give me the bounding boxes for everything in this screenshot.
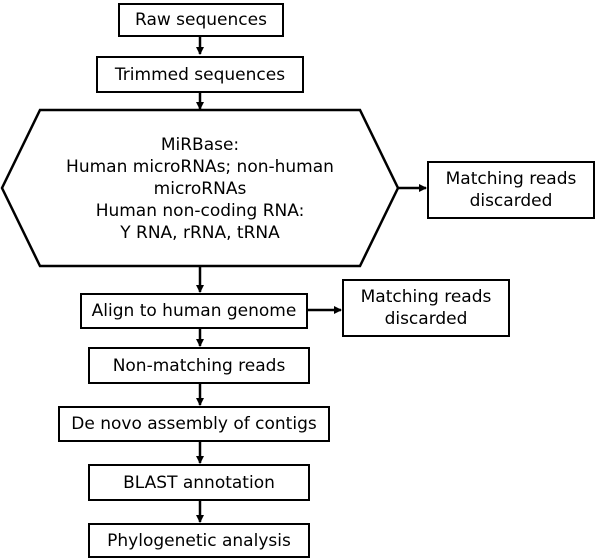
raw-sequences-box: Raw sequences: [118, 3, 284, 37]
blast-annotation-label: BLAST annotation: [123, 472, 275, 493]
filter-line-3: microRNAs: [153, 179, 247, 199]
blast-annotation-box: BLAST annotation: [88, 464, 310, 501]
discard-1-line-2: discarded: [469, 191, 553, 211]
raw-sequences-label: Raw sequences: [135, 10, 267, 30]
filter-hexagon-text: MiRBase: Human microRNAs; non-human micr…: [60, 127, 340, 251]
filter-line-4: Human non-coding RNA:: [95, 201, 305, 221]
align-human-genome-label: Align to human genome: [91, 301, 297, 321]
non-matching-reads-box: Non-matching reads: [88, 347, 310, 384]
filter-line-2: Human microRNAs; non-human: [66, 157, 334, 177]
align-human-genome-box: Align to human genome: [80, 293, 308, 329]
filter-line-5: Y RNA, rRNA, tRNA: [120, 223, 280, 243]
de-novo-assembly-label: De novo assembly of contigs: [71, 414, 317, 434]
filter-line-1: MiRBase:: [160, 135, 240, 155]
non-matching-reads-label: Non-matching reads: [112, 355, 286, 376]
discard-box-1: Matching reads discarded: [427, 161, 595, 219]
discard-1-line-1: Matching reads: [445, 169, 577, 189]
discard-box-2: Matching reads discarded: [342, 279, 510, 337]
de-novo-assembly-box: De novo assembly of contigs: [58, 406, 330, 442]
discard-2-line-1: Matching reads: [360, 287, 492, 307]
trimmed-sequences-label: Trimmed sequences: [114, 64, 286, 85]
discard-2-line-2: discarded: [384, 309, 468, 329]
filter-hexagon-shape: [0, 108, 400, 268]
phylogenetic-analysis-box: Phylogenetic analysis: [88, 523, 310, 558]
phylogenetic-analysis-label: Phylogenetic analysis: [107, 530, 291, 551]
trimmed-sequences-box: Trimmed sequences: [96, 56, 304, 93]
